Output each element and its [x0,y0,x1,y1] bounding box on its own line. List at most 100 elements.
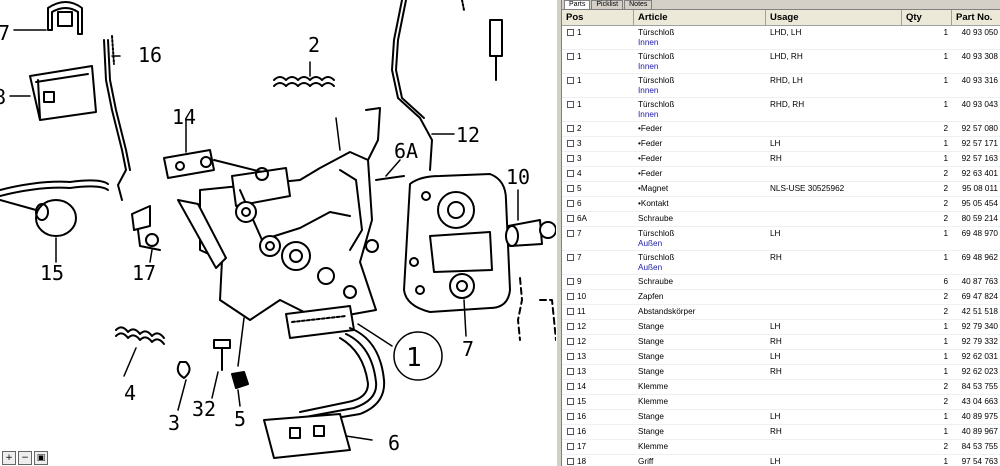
zoom-in-icon[interactable]: + [2,451,16,465]
callout-12[interactable]: 12 [456,123,480,147]
callout-4[interactable]: 4 [124,381,136,405]
zoom-fit-icon[interactable]: ▣ [34,451,48,465]
column-header-qty[interactable]: Qty [902,10,952,25]
cell-usage: RHD, RH [770,100,805,109]
row-checkbox[interactable] [567,308,574,315]
row-checkbox[interactable] [567,413,574,420]
row-checkbox[interactable] [567,368,574,375]
cell-usage [766,305,902,319]
callout-7[interactable]: 7 [462,337,474,361]
row-checkbox[interactable] [567,323,574,330]
row-checkbox[interactable] [567,398,574,405]
row-checkbox[interactable] [567,230,574,237]
cell-pos: 3 [562,137,634,151]
row-checkbox[interactable] [567,215,574,222]
row-checkbox[interactable] [567,101,574,108]
cell-pos: 18 [562,455,634,466]
callout-16[interactable]: 16 [138,43,162,67]
row-checkbox[interactable] [567,338,574,345]
callout-6a[interactable]: 6A [394,139,418,163]
callout-14[interactable]: 14 [172,105,196,129]
callout-2[interactable]: 2 [308,33,320,57]
column-header-pos[interactable]: Pos [562,10,634,25]
row-checkbox[interactable] [567,200,574,207]
row-checkbox[interactable] [567,458,574,465]
row-checkbox[interactable] [567,125,574,132]
cell-usage [766,290,902,304]
cell-qty: 1 [943,139,948,148]
cell-pos: 12 [562,335,634,349]
callout-5[interactable]: 5 [234,407,246,431]
column-header-usage[interactable]: Usage [766,10,902,25]
column-header-part-no[interactable]: Part No. [956,12,993,23]
row-checkbox[interactable] [567,254,574,261]
row-checkbox[interactable] [567,443,574,450]
cell-usage [766,212,902,226]
callout-6[interactable]: 6 [388,431,400,455]
callout-32[interactable]: 32 [192,397,216,421]
callout-10[interactable]: 10 [506,165,530,189]
callout-7-top[interactable]: 7 [0,21,10,45]
row-checkbox[interactable] [567,53,574,60]
article-name: Türschloß [638,253,675,262]
row-checkbox[interactable] [567,428,574,435]
column-header-article[interactable]: Article [634,10,766,25]
cell-usage: RH [770,367,782,376]
exploded-diagram[interactable]: 7 8 16 2 14 12 6A 10 15 17 1 7 4 3 32 5 … [0,0,556,466]
callout-8[interactable]: 8 [0,85,6,109]
callout-17[interactable]: 17 [132,261,156,285]
row-checkbox[interactable] [567,77,574,84]
row-checkbox[interactable] [567,383,574,390]
row-checkbox[interactable] [567,353,574,360]
zoom-out-icon[interactable]: − [18,451,32,465]
callout-1[interactable]: 1 [406,343,422,373]
cell-usage: LH [770,457,781,466]
row-checkbox[interactable] [567,278,574,285]
row-checkbox[interactable] [567,155,574,162]
row-checkbox[interactable] [567,185,574,192]
callout-15[interactable]: 15 [40,261,64,285]
tab-parts[interactable]: Parts [564,0,591,9]
pos-value: 12 [577,322,587,331]
row-checkbox[interactable] [567,29,574,36]
tab-notes[interactable]: Notes [624,0,653,9]
row-checkbox[interactable] [567,140,574,147]
callout-3[interactable]: 3 [168,411,180,435]
article-name: Abstandskörper [638,307,696,316]
pane-splitter[interactable] [556,0,562,466]
article-name: Türschloß [638,52,675,61]
tab-picklist[interactable]: Picklist [591,0,624,9]
cell-usage: LH [770,322,781,331]
row-checkbox[interactable] [567,170,574,177]
cell-part-no: 80 59 214 [961,214,998,223]
row-checkbox[interactable] [567,293,574,300]
cell-part-no: 97 54 763 [961,457,998,466]
